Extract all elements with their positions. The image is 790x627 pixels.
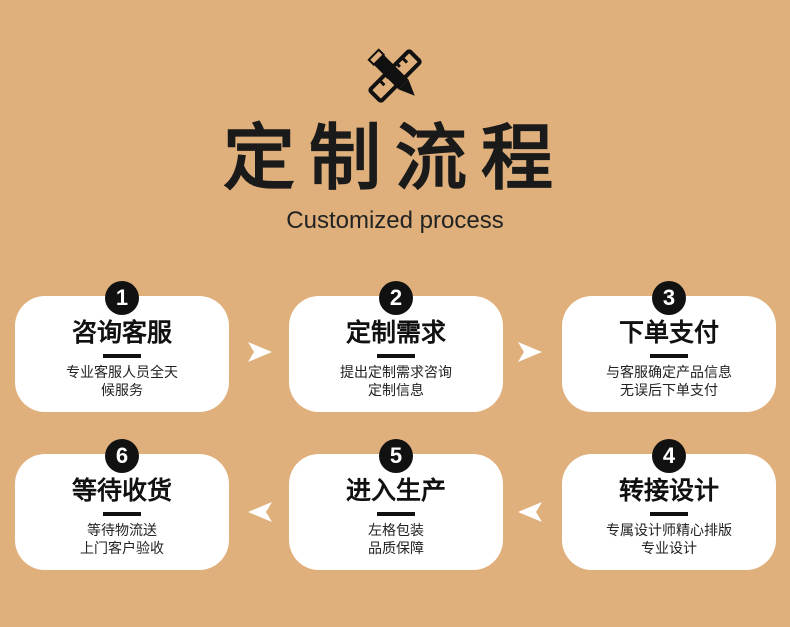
pencil-ruler-icon — [367, 48, 422, 103]
arrow-right-icon — [248, 342, 272, 362]
title-underline — [650, 512, 688, 516]
page-title: 定制流程 — [222, 116, 567, 200]
title-underline — [103, 354, 141, 358]
step-number-badge: 2 — [379, 281, 413, 315]
step-title: 咨询客服 — [71, 318, 172, 347]
step-description: 与客服确定产品信息无误后下单支付 — [606, 365, 732, 399]
page-subtitle: Customized process — [286, 207, 504, 234]
step-description: 专业客服人员全天候服务 — [66, 365, 178, 399]
arrow-left-icon — [518, 502, 542, 522]
title-underline — [103, 512, 141, 516]
step-number-badge: 5 — [379, 439, 413, 473]
step-card-1: 1 咨询客服 专业客服人员全天候服务 — [15, 281, 229, 412]
step-title: 转接设计 — [618, 476, 719, 505]
step-title: 下单支付 — [618, 318, 719, 347]
arrow-right-icon — [518, 342, 542, 362]
title-underline — [377, 512, 415, 516]
title-underline — [377, 354, 415, 358]
step-card-5: 5 进入生产 左格包装品质保障 — [289, 439, 503, 570]
step-number-badge: 3 — [652, 281, 686, 315]
step-number-badge: 4 — [652, 439, 686, 473]
step-description: 提出定制需求咨询定制信息 — [340, 365, 452, 399]
step-number-badge: 1 — [105, 281, 139, 315]
step-number-badge: 6 — [105, 439, 139, 473]
step-card-3: 3 下单支付 与客服确定产品信息无误后下单支付 — [562, 281, 776, 412]
step-description: 左格包装品质保障 — [368, 523, 424, 557]
step-description: 专属设计师精心排版专业设计 — [606, 523, 732, 557]
step-title: 定制需求 — [345, 318, 446, 347]
step-title: 进入生产 — [345, 476, 446, 505]
step-card-6: 6 等待收货 等待物流送上门客户验收 — [15, 439, 229, 570]
step-card-4: 4 转接设计 专属设计师精心排版专业设计 — [562, 439, 776, 570]
step-title: 等待收货 — [71, 476, 172, 505]
step-card-2: 2 定制需求 提出定制需求咨询定制信息 — [289, 281, 503, 412]
arrow-left-icon — [248, 502, 272, 522]
step-description: 等待物流送上门客户验收 — [80, 523, 164, 557]
title-underline — [650, 354, 688, 358]
